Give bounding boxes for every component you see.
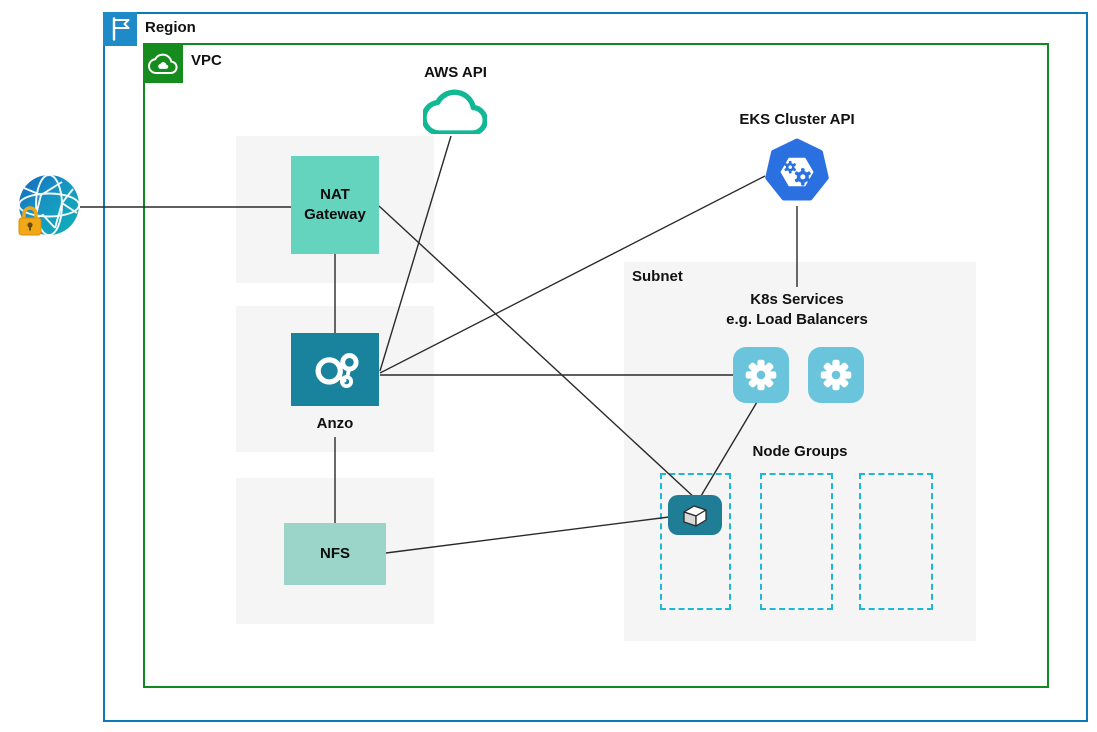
k8s-service-node-2	[808, 347, 864, 403]
anzo-node	[291, 333, 379, 406]
nfs-label: NFS	[320, 544, 350, 562]
vpc-boundary	[143, 43, 1049, 688]
k8s-service-node-1	[733, 347, 789, 403]
gear-icon	[820, 359, 852, 391]
region-label: Region	[145, 19, 196, 36]
node-group-box-2	[760, 473, 833, 610]
anzo-label: Anzo	[316, 415, 354, 432]
nfs-node: NFS	[284, 523, 386, 585]
aws-api-cloud-icon	[423, 80, 487, 134]
internet-globe-icon	[15, 173, 83, 241]
eks-api-label: EKS Cluster API	[739, 111, 855, 128]
region-boundary	[103, 12, 1088, 722]
node-groups-label: Node Groups	[752, 443, 848, 460]
cube-icon	[683, 504, 707, 527]
subnet-label: Subnet	[632, 268, 683, 285]
node-group-box-1	[660, 473, 731, 610]
vpc-label: VPC	[191, 52, 222, 69]
eks-kubernetes-icon	[763, 137, 831, 207]
lock-icon	[18, 206, 42, 236]
nat-gateway-label: NAT Gateway	[304, 185, 366, 223]
anzo-graph-icon	[315, 352, 359, 388]
gear-icon	[745, 359, 777, 391]
node-group-box-3	[859, 473, 933, 610]
k8s-services-label: K8s Services e.g. Load Balancers	[726, 291, 868, 329]
nat-gateway-node: NAT Gateway	[291, 156, 379, 254]
aws-api-label: AWS API	[424, 64, 487, 81]
node-instance	[668, 495, 722, 535]
region-flag-icon	[103, 12, 137, 46]
vpc-cloud-icon	[143, 43, 183, 83]
